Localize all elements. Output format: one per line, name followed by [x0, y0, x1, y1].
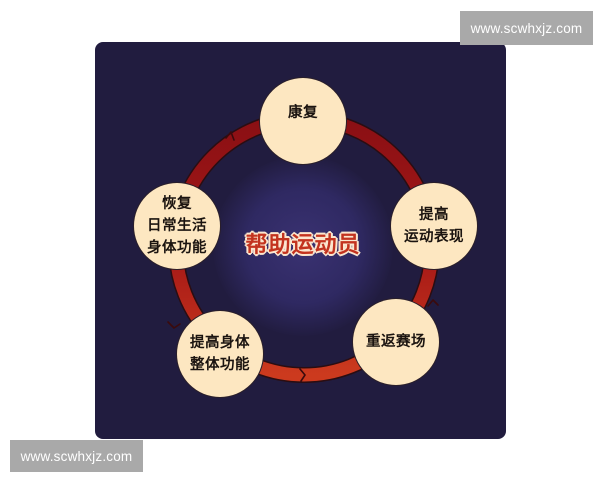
node-label: 提高身体 [190, 335, 250, 351]
node-label: 日常生活 [147, 218, 207, 234]
node-return: 重返赛场 [353, 299, 439, 385]
node-daily: 恢复 日常生活 身体功能 [134, 183, 220, 269]
watermark-text: www.scwhxjz.com [20, 448, 133, 464]
node-overall: 提高身体 整体功能 [177, 311, 263, 397]
node-label: 康复 [288, 105, 318, 121]
chevron-icon [299, 368, 306, 382]
chevron-icon [225, 131, 235, 141]
watermark-bottom-left: www.scwhxjz.com [10, 440, 143, 472]
node-performance: 提高 运动表现 [391, 183, 477, 269]
node-label: 恢复 [162, 196, 192, 212]
node-rehab: 康复 [260, 78, 346, 164]
center-glow [213, 156, 393, 336]
chevron-icon [427, 299, 439, 307]
watermark-top-right: www.scwhxjz.com [460, 11, 593, 45]
node-label: 运动表现 [404, 229, 464, 245]
center-title: 帮助运动员 [245, 233, 361, 258]
node-label: 提高 [419, 207, 449, 223]
node-label: 身体功能 [147, 240, 207, 256]
chevron-icon [167, 321, 181, 329]
node-label: 重返赛场 [366, 334, 426, 350]
watermark-text: www.scwhxjz.com [470, 20, 583, 36]
node-label: 整体功能 [190, 357, 250, 373]
